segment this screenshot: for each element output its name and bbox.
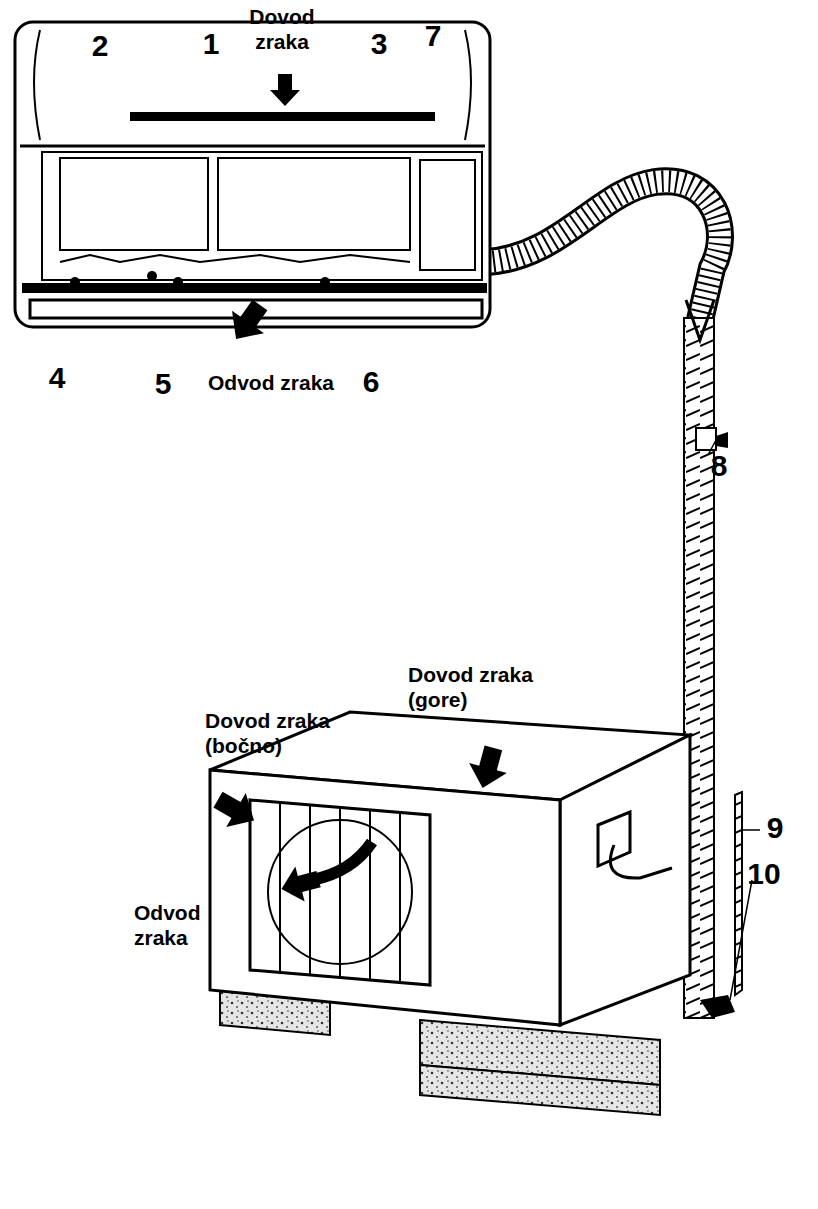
outdoor-side <box>560 735 690 1025</box>
callout-number: 10 <box>742 856 786 892</box>
fan-circle <box>268 820 412 964</box>
leader-line <box>730 880 752 1000</box>
hose-outline <box>486 181 720 320</box>
screw <box>70 277 80 287</box>
front-cover-edge <box>20 145 485 148</box>
airflow-arrows <box>208 74 512 906</box>
airflow-label: Dovod zraka <box>242 4 322 54</box>
foam-block <box>420 1065 660 1115</box>
airflow-label: Dovod zraka (bočno) <box>205 708 355 758</box>
screw <box>320 277 330 287</box>
airflow-arrow <box>220 294 276 350</box>
airflow-label: Odvod zraka <box>134 900 219 950</box>
airflow-arrow <box>270 74 300 106</box>
airflow-arrow <box>208 783 264 838</box>
callout-number: 4 <box>42 360 72 396</box>
airflow-label: Odvod zraka <box>208 370 388 395</box>
display-strip <box>130 112 435 121</box>
control-box <box>420 160 475 270</box>
hose-ribs <box>486 181 720 320</box>
callout-number: 7 <box>418 18 448 54</box>
clamp-screw <box>716 432 728 448</box>
filter-tabs <box>60 255 410 262</box>
airflow-label: Dovod zraka (gore) <box>408 662 558 712</box>
fan-arrow-stem <box>312 842 372 880</box>
inner-frame <box>42 152 482 280</box>
screw <box>173 277 183 287</box>
hose-joint <box>686 300 714 340</box>
flexible-hose <box>486 181 720 320</box>
callout-number: 6 <box>356 364 386 400</box>
callout-number: 5 <box>148 366 178 402</box>
callout-number: 3 <box>364 26 394 62</box>
indoor-body <box>15 22 490 327</box>
callout-number: 1 <box>196 26 226 62</box>
fan-arrow-head <box>277 862 323 907</box>
callout-number: 2 <box>80 28 120 64</box>
airflow-arrow <box>464 743 512 793</box>
valve-pipe <box>610 845 672 878</box>
front-bar <box>22 283 487 293</box>
air-filter <box>60 158 410 250</box>
indoor-unit <box>15 22 490 327</box>
valve-cover <box>598 812 630 866</box>
callout-number: 9 <box>760 810 790 846</box>
leader-line <box>742 829 760 831</box>
outdoor-front <box>210 770 560 1025</box>
screw <box>147 271 157 281</box>
outdoor-unit <box>210 440 760 1025</box>
hose-fill <box>486 181 720 320</box>
fan-grille <box>250 800 430 985</box>
callout-number: 8 <box>704 448 734 484</box>
